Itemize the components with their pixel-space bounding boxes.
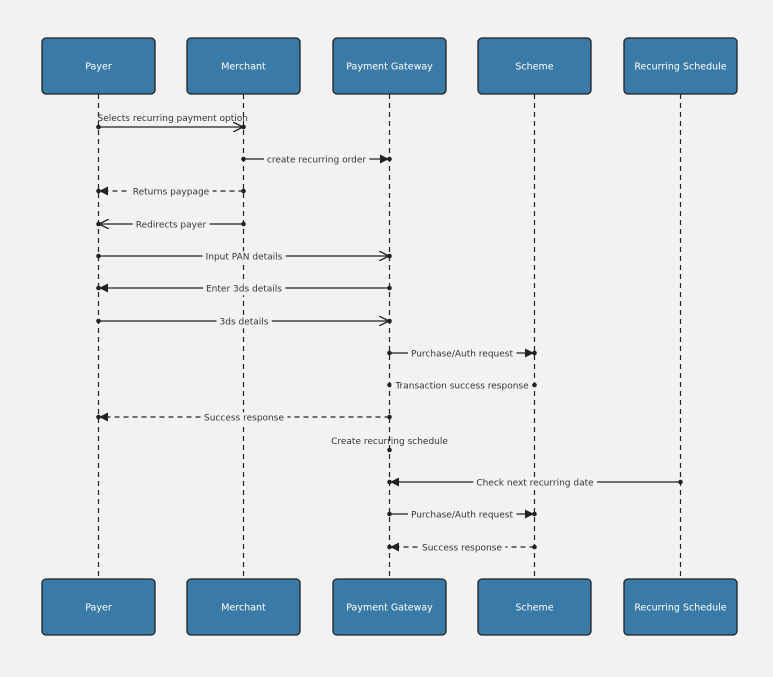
message-label: create recurring order — [267, 155, 366, 165]
participant-box-merchant-top[interactable] — [186, 37, 301, 95]
anchor-dot — [532, 511, 537, 517]
participant-label-schedule-bottom: Recurring Schedule — [634, 603, 726, 614]
participant-box-scheme-top[interactable] — [477, 37, 592, 95]
anchor-dot — [387, 447, 392, 453]
participant-label-merchant-top: Merchant — [221, 62, 266, 73]
participant-box-payer-top[interactable] — [41, 37, 156, 95]
message-label: Enter 3ds details — [206, 284, 282, 294]
label-background — [419, 542, 506, 555]
label-background — [407, 348, 517, 361]
message-14[interactable]: Success response — [387, 542, 537, 555]
anchor-dot — [532, 350, 537, 356]
anchor-dot — [678, 479, 683, 485]
message-3[interactable]: Returns paypage — [96, 186, 246, 199]
participant-box-gateway-bottom[interactable] — [332, 578, 447, 636]
participant-box-payer-bottom[interactable] — [41, 578, 156, 636]
anchor-dot — [96, 318, 101, 324]
message-label: Check next recurring date — [476, 478, 594, 488]
label-background — [263, 154, 370, 167]
message-5[interactable]: Input PAN details — [96, 251, 392, 264]
message-label: 3ds details — [220, 317, 269, 327]
message-label: Success response — [204, 413, 284, 423]
participant-box-merchant-bottom[interactable] — [186, 578, 301, 636]
message-11[interactable]: Create recurring schedule — [331, 437, 448, 453]
message-label: Purchase/Auth request — [411, 510, 514, 520]
anchor-dot — [387, 285, 392, 291]
label-background — [473, 477, 598, 490]
participant-box-schedule-bottom[interactable] — [623, 578, 738, 636]
label-background — [129, 186, 213, 199]
message-label: Returns paypage — [133, 187, 210, 197]
anchor-dot — [96, 221, 101, 227]
anchor-dot — [387, 350, 392, 356]
anchor-dot — [387, 253, 392, 259]
anchor-dot — [387, 382, 392, 388]
message-13[interactable]: Purchase/Auth request — [387, 509, 537, 522]
anchor-dot — [96, 188, 101, 194]
message-2[interactable]: create recurring order — [241, 154, 392, 167]
anchor-dot — [387, 544, 392, 550]
participant-box-gateway-top[interactable] — [332, 37, 447, 95]
label-background — [202, 251, 286, 264]
anchor-dot — [241, 221, 246, 227]
message-7[interactable]: 3ds details — [96, 316, 392, 329]
anchor-dot — [532, 544, 537, 550]
message-label: Redirects payer — [136, 220, 207, 230]
anchor-dot — [241, 188, 246, 194]
message-8[interactable]: Purchase/Auth request — [387, 348, 537, 361]
label-background — [391, 380, 533, 393]
message-label: Input PAN details — [206, 252, 283, 262]
message-label: Selects recurring payment option — [98, 114, 248, 124]
message-12[interactable]: Check next recurring date — [387, 477, 683, 490]
message-1[interactable]: Selects recurring payment option — [96, 114, 248, 129]
anchor-dot — [387, 414, 392, 420]
anchor-dot — [387, 156, 392, 162]
participant-label-payer-bottom: Payer — [85, 603, 112, 614]
participant-label-gateway-bottom: Payment Gateway — [346, 603, 433, 614]
message-label: Success response — [422, 543, 502, 553]
message-label: Transaction success response — [394, 381, 529, 391]
anchor-dot — [387, 479, 392, 485]
anchor-dot — [96, 253, 101, 259]
message-10[interactable]: Success response — [96, 412, 392, 425]
anchor-dot — [387, 318, 392, 324]
anchor-dot — [241, 124, 246, 130]
message-6[interactable]: Enter 3ds details — [96, 283, 392, 296]
participant-label-payer-top: Payer — [85, 62, 112, 73]
participant-label-scheme-bottom: Scheme — [515, 603, 553, 614]
label-background — [407, 509, 517, 522]
participant-label-schedule-top: Recurring Schedule — [634, 62, 726, 73]
anchor-dot — [96, 414, 101, 420]
anchor-dot — [96, 124, 101, 130]
participant-box-scheme-bottom[interactable] — [477, 578, 592, 636]
label-background — [132, 219, 210, 232]
anchor-dot — [241, 156, 246, 162]
participant-label-merchant-bottom: Merchant — [221, 603, 266, 614]
participant-label-gateway-top: Payment Gateway — [346, 62, 433, 73]
message-4[interactable]: Redirects payer — [96, 219, 246, 232]
label-background — [216, 316, 272, 329]
label-background — [201, 412, 288, 425]
label-background — [203, 283, 286, 296]
participant-box-schedule-top[interactable] — [623, 37, 738, 95]
message-label: Create recurring schedule — [331, 437, 448, 447]
participant-label-scheme-top: Scheme — [515, 62, 553, 73]
message-label: Purchase/Auth request — [411, 349, 514, 359]
anchor-dot — [387, 511, 392, 517]
anchor-dot — [96, 285, 101, 291]
message-9[interactable]: Transaction success response — [387, 380, 537, 393]
anchor-dot — [532, 382, 537, 388]
